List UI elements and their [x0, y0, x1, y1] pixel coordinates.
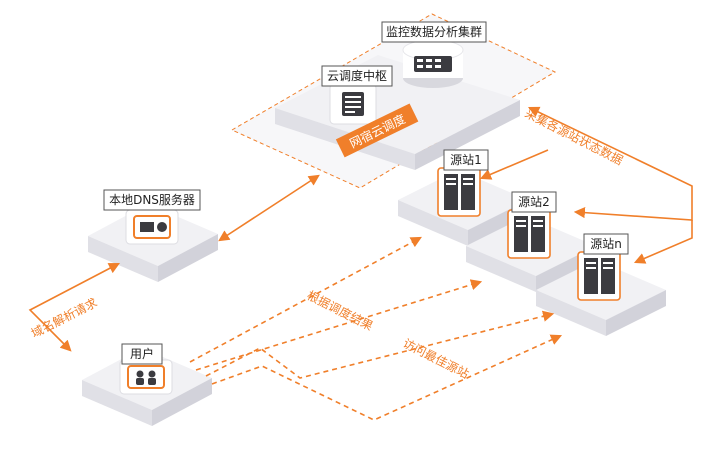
user-site1-dashed	[189, 236, 422, 363]
user-siten-lower-dashed	[211, 334, 563, 421]
siten-label: 源站n	[590, 237, 622, 251]
site2-label: 源站2	[518, 195, 550, 209]
dns-gear-icon	[125, 209, 179, 245]
siten-server-icon	[577, 251, 621, 301]
collect-main-arrow	[527, 106, 693, 221]
server-box-icon	[329, 83, 377, 125]
collect-site1-arrow	[479, 149, 549, 180]
site2-label-box: 源站2	[511, 191, 557, 213]
visit-best-edge-label: 访问最佳源站	[401, 336, 472, 381]
site1-server-icon	[437, 167, 481, 217]
site1-label-box: 源站1	[443, 149, 489, 171]
siten-label-box: 源站n	[583, 233, 629, 255]
users-icon	[119, 359, 173, 395]
user-label: 用户	[130, 346, 154, 361]
server-rack-icon	[402, 39, 464, 88]
dns-label: 本地DNS服务器	[109, 192, 195, 207]
dns-query-edge-label: 域名解析请求	[29, 295, 100, 341]
monitor-label-box: 监控数据分析集群	[381, 21, 487, 43]
dns-label-box: 本地DNS服务器	[103, 189, 201, 211]
user-dns-arrow	[28, 262, 120, 352]
collect-siten-arrow	[633, 220, 693, 264]
collect-edge-label: 采集各源站状态数据	[523, 105, 626, 167]
monitor-label: 监控数据分析集群	[386, 24, 482, 39]
user-siten-dashed	[205, 310, 555, 379]
site2-server-icon	[507, 209, 551, 259]
dispatch-label-box: 云调度中枢	[321, 65, 393, 87]
user-site2-dashed	[195, 279, 483, 371]
user-label-box: 用户	[121, 343, 163, 365]
dispatch-label: 云调度中枢	[327, 68, 387, 83]
by-result-edge-label: 根据调度结果	[305, 287, 376, 333]
site1-label: 源站1	[450, 153, 482, 167]
dns-cloud-arrow	[218, 174, 320, 242]
